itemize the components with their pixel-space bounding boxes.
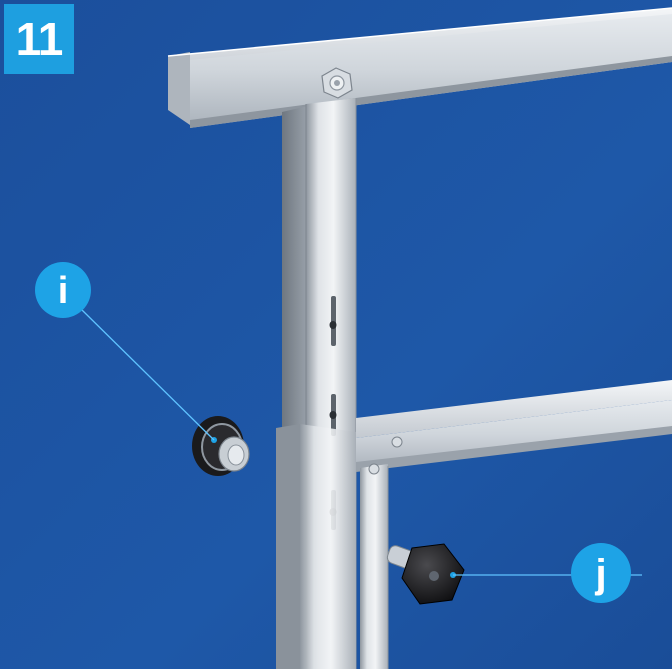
callout-i-leader — [81, 309, 215, 441]
top-rail — [167, 7, 672, 128]
fastener-j-icon — [386, 543, 465, 605]
callout-j: j — [571, 543, 631, 603]
top-nut-icon — [321, 67, 353, 99]
callout-j-label: j — [594, 552, 606, 596]
callout-i: i — [35, 262, 91, 318]
callout-i-label: i — [58, 270, 69, 312]
lower-frame — [276, 380, 672, 669]
step-number-badge: 11 — [4, 4, 74, 74]
